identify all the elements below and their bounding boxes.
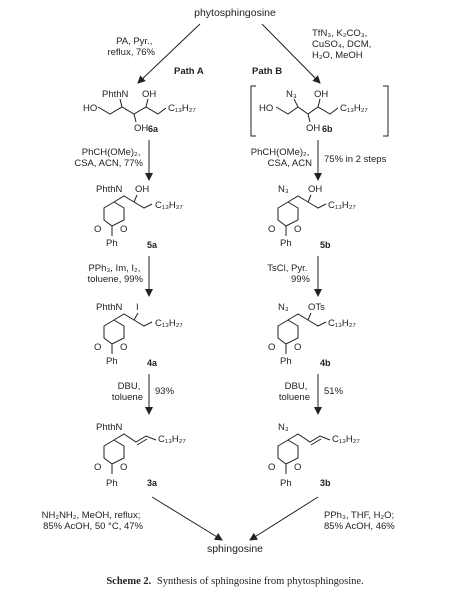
compound-3a-number: 3a	[147, 478, 158, 488]
c13h27-label: C₁₃H₂₇	[328, 200, 356, 211]
c13h27-label: C₁₃H₂₇	[328, 318, 356, 329]
iodo-label: I	[136, 302, 139, 313]
step1-a-conditions: PA, Pyr., reflux, 76%	[107, 36, 155, 58]
n3-label: N₃	[278, 184, 289, 195]
phytosphingosine-label: phytosphingosine	[194, 7, 276, 19]
step4-a-conditions: DBU, toluene	[112, 381, 143, 403]
compound-5a-number: 5a	[147, 240, 158, 250]
n3-label: N₃	[278, 302, 289, 313]
compound-6a: PhthN OH HO C₁₃H₂₇ OH 6a	[83, 89, 196, 134]
o-left-label: O	[94, 224, 101, 235]
o-right-label: O	[294, 342, 301, 353]
step5-a-conditions: NH₂NH₂, MeOH, reflux; 85% AcOH, 50 °C, 4…	[42, 510, 144, 532]
step1-b-conditions: TfN₃, K₂CO₃, CuSO₄, DCM, H₂O, MeOH	[312, 28, 374, 61]
o-left-label: O	[94, 462, 101, 473]
ph-label: Ph	[106, 356, 118, 367]
oh-lower-label: OH	[134, 123, 148, 134]
compound-4b: N₃ OTs C₁₃H₂₇ O O Ph 4b	[268, 302, 356, 368]
ots-label: OTs	[308, 302, 325, 313]
step3-a-conditions: PPh₃, Im, I₂, toluene, 99%	[88, 263, 144, 285]
arrow-top-to-6b	[261, 23, 321, 84]
caption-text: Synthesis of sphingosine from phytosphin…	[157, 576, 364, 587]
oh-lower-label: OH	[306, 123, 320, 134]
phthn-label: PhthN	[96, 422, 123, 433]
caption-label: Scheme 2.	[106, 576, 151, 587]
arrow-3a-to-sphingosine	[151, 496, 223, 541]
phthn-label: PhthN	[102, 89, 129, 100]
compound-4a: PhthN I C₁₃H₂₇ O O Ph 4a	[94, 302, 183, 368]
o-left-label: O	[94, 342, 101, 353]
sphingosine-label: sphingosine	[207, 543, 263, 555]
n3-label: N₃	[286, 89, 297, 100]
c13h27-label: C₁₃H₂₇	[155, 318, 183, 329]
compound-6b-number: 6b	[322, 124, 333, 134]
c13h27-label: C₁₃H₂₇	[340, 103, 368, 114]
step4-b-yield: 51%	[324, 386, 344, 397]
step5-b-conditions: PPh₃, THF, H₂O; 85% AcOH, 46%	[324, 510, 397, 532]
compound-4b-number: 4b	[320, 358, 331, 368]
phthn-label: PhthN	[96, 184, 123, 195]
ph-label: Ph	[106, 478, 118, 489]
step4-b-conditions: DBU, toluene	[279, 381, 310, 403]
step2-b-yield: 75% in 2 steps	[324, 154, 387, 165]
oh-label: OH	[308, 184, 322, 195]
c13h27-label: C₁₃H₂₇	[158, 434, 186, 445]
arrow-3b-to-sphingosine	[249, 496, 319, 541]
step3-b-conditions: TsCl, Pyr. 99%	[267, 263, 310, 285]
o-left-label: O	[268, 342, 275, 353]
ho-label: HO	[83, 103, 97, 114]
path-b-label: Path B	[252, 66, 282, 77]
compound-4a-number: 4a	[147, 358, 158, 368]
step2-a-conditions: PhCH(OMe)₂, CSA, ACN, 77%	[74, 147, 143, 169]
step4-a-yield: 93%	[155, 386, 175, 397]
o-right-label: O	[120, 462, 127, 473]
right-bracket	[383, 85, 389, 137]
compound-6b: N₃ OH HO C₁₃H₂₇ OH 6b	[250, 85, 389, 137]
step2-b-conditions: PhCH(OMe)₂, CSA, ACN	[251, 147, 312, 169]
o-right-label: O	[120, 224, 127, 235]
o-left-label: O	[268, 224, 275, 235]
o-right-label: O	[294, 462, 301, 473]
ph-label: Ph	[280, 238, 292, 249]
o-left-label: O	[268, 462, 275, 473]
ho-label: HO	[259, 103, 273, 114]
path-a-label: Path A	[174, 66, 204, 77]
oh-upper-label: OH	[314, 89, 328, 100]
compound-6a-number: 6a	[148, 124, 159, 134]
oh-upper-label: OH	[142, 89, 156, 100]
o-right-label: O	[120, 342, 127, 353]
oh-label: OH	[135, 184, 149, 195]
ph-label: Ph	[280, 356, 292, 367]
compound-5a: PhthN OH C₁₃H₂₇ O O Ph 5a	[94, 184, 183, 250]
compound-3b: N₃ C₁₃H₂₇ O O Ph 3b	[268, 422, 360, 489]
phthn-label: PhthN	[96, 302, 123, 313]
compound-3a: PhthN C₁₃H₂₇ O O Ph 3a	[94, 422, 186, 489]
n3-label: N₃	[278, 422, 289, 433]
compound-5b-number: 5b	[320, 240, 331, 250]
compound-5b: N₃ OH C₁₃H₂₇ O O Ph 5b	[268, 184, 356, 250]
c13h27-label: C₁₃H₂₇	[155, 200, 183, 211]
left-bracket	[250, 85, 256, 137]
ph-label: Ph	[280, 478, 292, 489]
compound-3b-number: 3b	[320, 478, 331, 488]
arrow-top-to-6a	[137, 23, 201, 84]
ph-label: Ph	[106, 238, 118, 249]
o-right-label: O	[294, 224, 301, 235]
c13h27-label: C₁₃H₂₇	[332, 434, 360, 445]
scheme-caption: Scheme 2. Synthesis of sphingosine from …	[106, 576, 363, 587]
c13h27-label: C₁₃H₂₇	[168, 103, 196, 114]
